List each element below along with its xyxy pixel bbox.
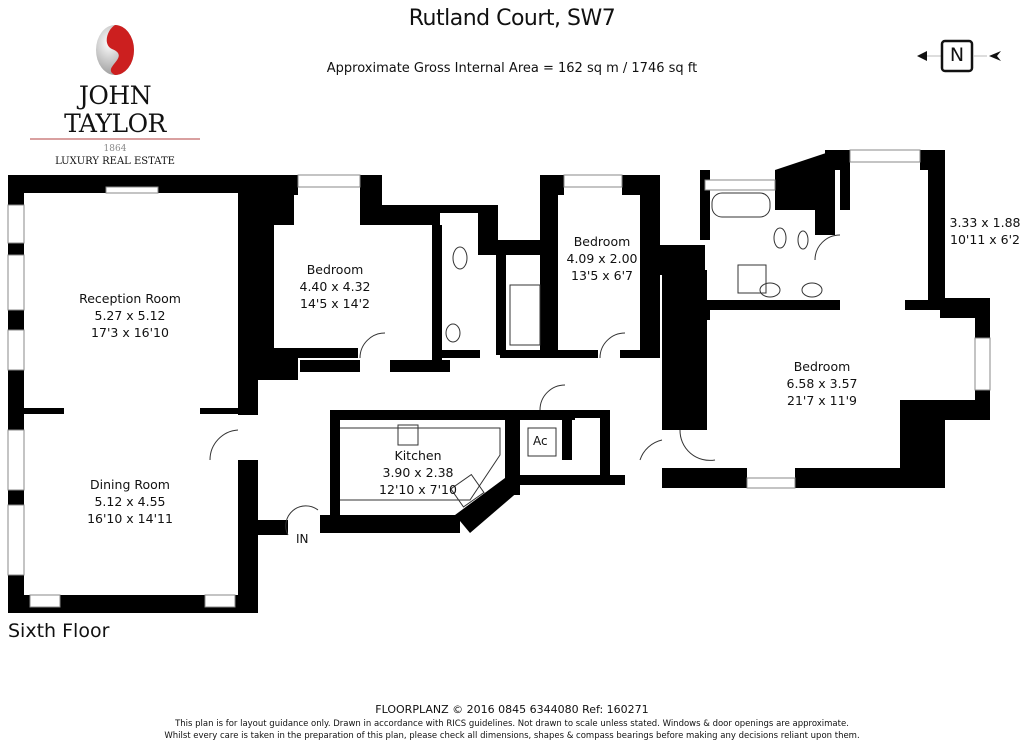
room-name: Reception Room [79, 291, 181, 306]
sink-icon [759, 282, 781, 298]
logo-year: 1864 [103, 144, 127, 154]
logo-brand: JOHN TAYLOR [30, 82, 200, 140]
room-name: Dining Room [90, 477, 170, 492]
disclaimer-line-2: Whilst every care is taken in the prepar… [164, 731, 860, 741]
room-metric: 5.12 x 4.55 [94, 494, 166, 509]
room-metric: 3.33 x 1.88 [949, 215, 1021, 230]
floor-plan [7, 149, 991, 613]
hob-icon [397, 424, 419, 446]
toilet-icon [773, 227, 787, 249]
room-reception: Reception Room 5.27 x 5.12 17'3 x 16'10 [79, 290, 181, 341]
john-taylor-logo: JOHN TAYLOR 1864 LUXURY REAL ESTATE [30, 22, 200, 167]
entrance-label: IN [296, 532, 309, 546]
room-dressing: 3.33 x 1.88 10'11 x 6'2 [949, 214, 1021, 248]
room-name: Bedroom [306, 262, 364, 277]
kitchen-sink-icon [450, 473, 485, 508]
compass-label: N [949, 44, 965, 66]
room-bedroom-2: Bedroom 4.09 x 2.00 13'5 x 6'7 [566, 233, 637, 284]
room-bedroom-1: Bedroom 4.40 x 4.32 14'5 x 14'2 [299, 261, 370, 312]
windows [7, 149, 991, 608]
room-name: Bedroom [573, 234, 631, 249]
room-metric: 5.27 x 5.12 [94, 308, 166, 323]
room-imperial: 10'11 x 6'2 [950, 232, 1020, 247]
footer-credit: FLOORPLANZ © 2016 0845 6344080 Ref: 1602… [375, 703, 649, 716]
room-imperial: 17'3 x 16'10 [91, 325, 169, 340]
bathtub-icon [711, 192, 771, 218]
room-dining: Dining Room 5.12 x 4.55 16'10 x 14'11 [87, 476, 173, 527]
room-imperial: 14'5 x 14'2 [300, 296, 370, 311]
room-name: Bedroom [793, 359, 851, 374]
room-name: Kitchen [394, 448, 442, 463]
floor-label: Sixth Floor [8, 620, 110, 642]
room-imperial: 12'10 x 7'10 [379, 482, 457, 497]
room-metric: 4.09 x 2.00 [566, 251, 638, 266]
room-bedroom-3: Bedroom 6.58 x 3.57 21'7 x 11'9 [786, 358, 857, 409]
plan-title: Rutland Court, SW7 [408, 6, 616, 31]
room-metric: 4.40 x 4.32 [299, 279, 371, 294]
room-imperial: 21'7 x 11'9 [787, 393, 857, 408]
fixtures [209, 192, 841, 536]
ac-unit [527, 427, 557, 457]
north-compass: N [915, 38, 1010, 74]
disclaimer-line-1: This plan is for layout guidance only. D… [175, 719, 849, 729]
room-metric: 3.90 x 2.38 [382, 465, 454, 480]
footer-disclaimer: This plan is for layout guidance only. D… [0, 718, 1024, 742]
logo-tagline: LUXURY REAL ESTATE [55, 156, 175, 167]
ac-label: Ac [533, 434, 548, 448]
gross-area: Approximate Gross Internal Area = 162 sq… [326, 61, 698, 76]
room-imperial: 13'5 x 6'7 [571, 268, 633, 283]
room-metric: 6.58 x 3.57 [786, 376, 858, 391]
room-imperial: 16'10 x 14'11 [87, 511, 173, 526]
compass-arrow-icon [917, 39, 1001, 73]
logo-sphere-icon [96, 25, 134, 75]
room-kitchen: Kitchen 3.90 x 2.38 12'10 x 7'10 [379, 447, 457, 498]
